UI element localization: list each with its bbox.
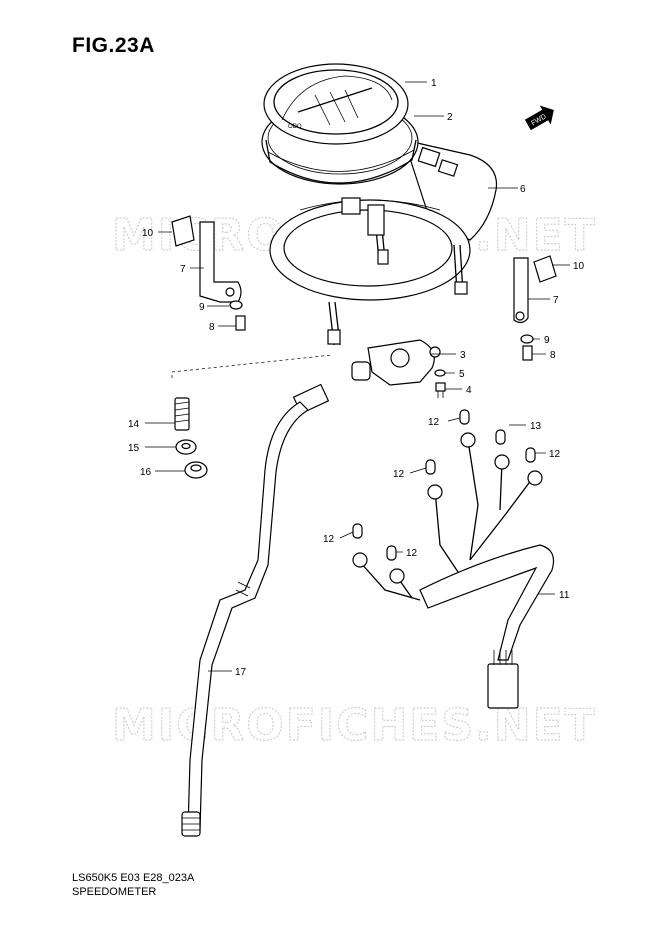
bracket-right-part-7 [513, 257, 529, 324]
screw-part-4 [435, 382, 446, 398]
figure-title: FIG.23A [72, 34, 155, 57]
callout-7-left: 7 [180, 264, 186, 275]
washer-part-15 [175, 439, 197, 455]
callout-14: 14 [128, 419, 140, 430]
svg-text:ODO: ODO [288, 124, 302, 130]
meter-bracket-part-6 [269, 139, 498, 346]
callout-8-right: 8 [550, 350, 556, 361]
callout-12-d: 12 [323, 534, 335, 545]
callout-3: 3 [460, 350, 466, 361]
speedometer-head-part-1: ODO [263, 63, 409, 145]
callout-12-e: 12 [406, 548, 418, 559]
callout-12-a: 12 [428, 417, 440, 428]
cushion-right-part-10 [533, 255, 557, 283]
bulb-part-12-b [525, 447, 536, 463]
callout-5: 5 [459, 369, 465, 380]
bulb-part-12-e [386, 545, 397, 561]
washer-left-part-9 [229, 300, 243, 310]
callout-17: 17 [235, 667, 247, 678]
callout-9-left: 9 [199, 302, 205, 313]
wiring-harness-part-11 [352, 432, 555, 709]
callout-1: 1 [431, 78, 437, 89]
figure-code: LS650K5 E03 E28_023A [72, 872, 195, 884]
callout-12-b: 12 [549, 449, 561, 460]
callout-4: 4 [466, 385, 472, 396]
grommet-part-16 [184, 461, 208, 479]
callout-13: 13 [530, 421, 542, 432]
callout-8-left: 8 [209, 322, 215, 333]
fwd-arrow-icon: FWD [524, 105, 554, 131]
bolt-left-part-8 [235, 315, 246, 331]
bulb-part-12-c [425, 459, 436, 475]
callout-10-right: 10 [573, 261, 585, 272]
callout-10-left: 10 [142, 228, 154, 239]
callout-6: 6 [520, 184, 526, 195]
callout-16: 16 [140, 467, 152, 478]
bulb-part-12-d [352, 523, 363, 539]
speedometer-cable-part-17 [181, 383, 330, 837]
callout-11: 11 [559, 590, 570, 601]
callout-9-right: 9 [544, 335, 550, 346]
washer-right-part-9 [520, 334, 534, 344]
speed-sensor-part-3 [351, 339, 441, 386]
bulb-part-12-a [459, 409, 470, 425]
spring-part-14 [174, 397, 190, 431]
bulb-part-13 [495, 429, 506, 445]
figure-name: SPEEDOMETER [72, 886, 157, 898]
callout-7-right: 7 [553, 295, 559, 306]
callout-2: 2 [447, 112, 453, 123]
bolt-right-part-8 [522, 345, 533, 361]
callout-12-c: 12 [393, 469, 405, 480]
washer-part-5 [434, 369, 446, 377]
callout-15: 15 [128, 443, 140, 454]
cushion-left-part-10 [171, 215, 195, 247]
watermark-bottom: MICROFICHES.NET [112, 700, 597, 751]
